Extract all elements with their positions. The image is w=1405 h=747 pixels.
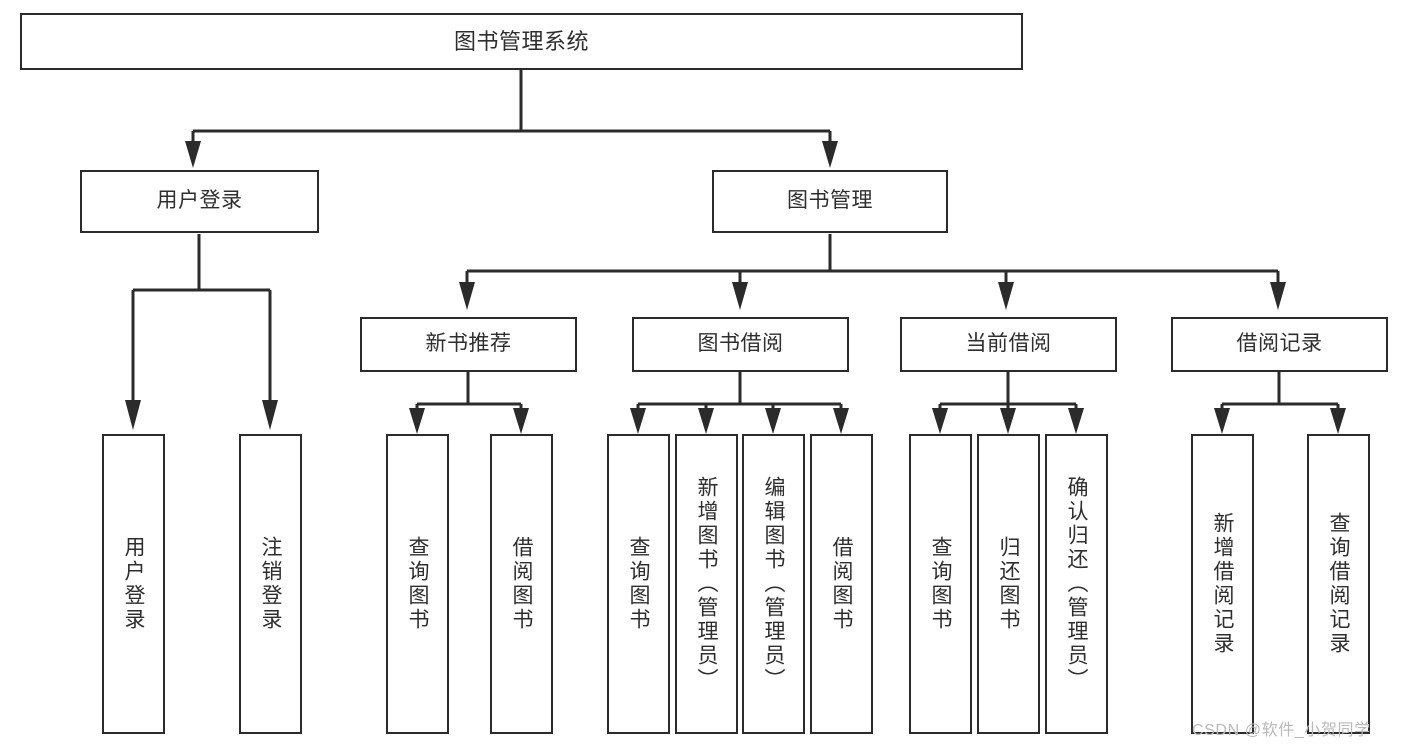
leaf-book-borrow-add-book-admin[interactable]: 新增图书（管理员） <box>675 434 738 734</box>
node-label: 当前借阅 <box>965 332 1052 356</box>
node-borrow-record[interactable]: 借阅记录 <box>1171 317 1388 372</box>
node-label: 用户登录 <box>156 189 243 213</box>
node-label: 查询图书 <box>627 536 650 632</box>
node-label: 编辑图书（管理员） <box>762 476 785 692</box>
node-current-borrow[interactable]: 当前借阅 <box>900 317 1117 372</box>
node-label: 查询图书 <box>406 536 429 632</box>
node-label: 新增借阅记录 <box>1211 512 1234 656</box>
node-label: 图书借阅 <box>697 332 784 356</box>
node-label: 图书管理系统 <box>453 28 589 54</box>
leaf-user-login-signin[interactable]: 用户登录 <box>102 434 165 734</box>
leaf-new-book-query-books[interactable]: 查询图书 <box>386 434 449 734</box>
node-book-borrow[interactable]: 图书借阅 <box>632 317 849 372</box>
node-root-book-management-system[interactable]: 图书管理系统 <box>20 13 1023 70</box>
leaf-current-borrow-confirm-return-admin[interactable]: 确认归还（管理员） <box>1045 434 1108 734</box>
leaf-borrow-record-add-record[interactable]: 新增借阅记录 <box>1191 434 1254 734</box>
node-label: 确认归还（管理员） <box>1065 476 1088 692</box>
leaf-current-borrow-query-books[interactable]: 查询图书 <box>909 434 972 734</box>
node-label: 借阅图书 <box>830 536 853 632</box>
node-label: 归还图书 <box>997 536 1020 632</box>
leaf-borrow-record-query-record[interactable]: 查询借阅记录 <box>1307 434 1370 734</box>
node-user-login[interactable]: 用户登录 <box>80 170 319 233</box>
node-label: 借阅图书 <box>510 536 533 632</box>
leaf-book-borrow-edit-book-admin[interactable]: 编辑图书（管理员） <box>742 434 805 734</box>
leaf-user-login-logout[interactable]: 注销登录 <box>239 434 302 734</box>
node-label: 用户登录 <box>122 536 145 632</box>
node-label: 查询图书 <box>929 536 952 632</box>
leaf-book-borrow-query-books[interactable]: 查询图书 <box>607 434 670 734</box>
node-book-management[interactable]: 图书管理 <box>712 170 948 233</box>
node-new-book-recommend[interactable]: 新书推荐 <box>360 317 577 372</box>
node-label: 查询借阅记录 <box>1327 512 1350 656</box>
node-label: 借阅记录 <box>1236 332 1323 356</box>
node-label: 新增图书（管理员） <box>695 476 718 692</box>
leaf-current-borrow-return-books[interactable]: 归还图书 <box>977 434 1040 734</box>
node-label: 新书推荐 <box>425 332 512 356</box>
leaf-new-book-borrow-books[interactable]: 借阅图书 <box>490 434 553 734</box>
node-label: 图书管理 <box>787 189 873 213</box>
node-label: 注销登录 <box>259 536 282 632</box>
leaf-book-borrow-borrow-books[interactable]: 借阅图书 <box>810 434 873 734</box>
csdn-watermark: CSDN @软件_小贺同学 <box>1192 722 1371 739</box>
